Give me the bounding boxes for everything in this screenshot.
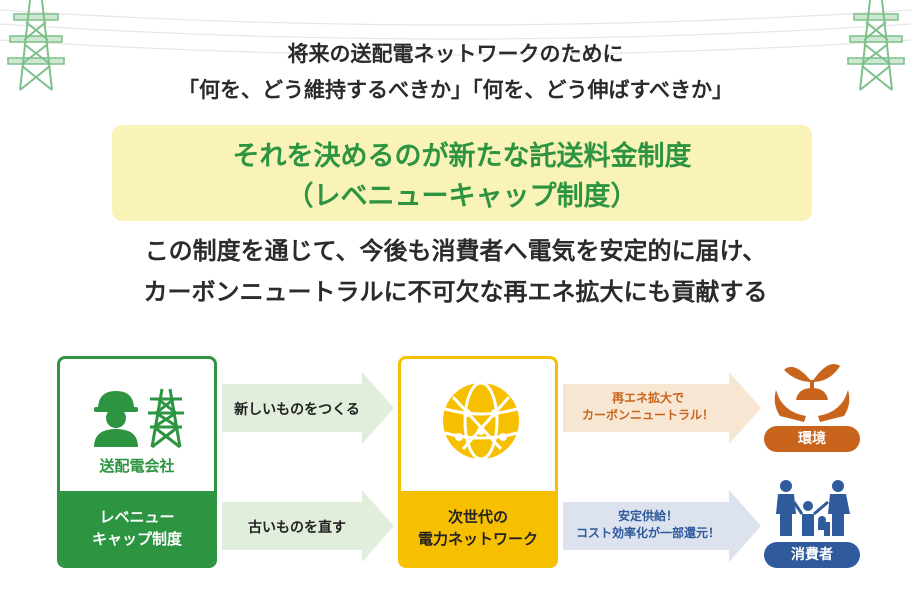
intro-line-1: 将来の送配電ネットワークのために: [287, 42, 624, 66]
transmission-tower-icon: [7, 0, 65, 91]
arrow-consumers-label: 安定供給！ コスト効率化が一部還元！: [563, 508, 733, 542]
network-label: 次世代の 電力ネットワーク: [401, 491, 555, 565]
revenue-cap-line-1: レベニュー: [99, 508, 175, 526]
revenue-cap-line-2: キャップ制度: [91, 530, 182, 548]
arrow-consumers-line-1: 安定供給！: [617, 509, 678, 523]
arrow-new-build-label: 新しいものをつくる: [234, 402, 360, 418]
arrow-environment-label: 再エネ拡大で カーボンニュートラル！: [563, 390, 733, 424]
highlight-box: [112, 125, 812, 221]
highlight-title: それを決めるのが新たな託送料金制度: [232, 141, 692, 172]
globe-network-icon: [443, 381, 519, 461]
arrow-repair: [222, 490, 394, 562]
highlight-subtitle: （レベニューキャップ制度）: [286, 181, 638, 212]
sprout-hands-icon: [774, 364, 850, 422]
consumers-badge: 消費者: [764, 542, 860, 568]
arrow-new-build: [222, 372, 394, 444]
arrow-consumers-line-2: コスト効率化が一部還元！: [575, 526, 720, 540]
power-tower-icon: [148, 388, 184, 449]
network-line-2: 電力ネットワーク: [417, 530, 538, 548]
worker-icon: [94, 391, 138, 447]
company-card: 送配電会社 レベニュー キャップ制度: [57, 356, 217, 568]
arrow-environment-line-1: 再エネ拡大で: [611, 391, 684, 405]
transmission-tower-icon: [847, 0, 905, 91]
body-line-2: カーボンニュートラルに不可欠な再エネ拡大にも貢献する: [143, 278, 768, 306]
arrow-environment: [563, 372, 761, 444]
power-lines: [0, 9, 911, 56]
body-line-1: この制度を通じて、今後も消費者へ電気を安定的に届け、: [144, 237, 767, 265]
arrow-consumers: [563, 490, 761, 562]
environment-badge: 環境: [764, 426, 860, 452]
network-line-1: 次世代の: [447, 508, 508, 526]
family-icon: [776, 480, 850, 536]
company-label: 送配電会社: [99, 457, 175, 475]
revenue-cap-label: レベニュー キャップ制度: [60, 491, 214, 565]
network-card: 次世代の 電力ネットワーク: [398, 356, 558, 568]
arrow-repair-label: 古いものを直す: [248, 520, 346, 536]
intro-line-2: 「何を、どう維持するべきか」「何を、どう伸ばすべきか」: [177, 78, 734, 102]
arrow-environment-line-2: カーボンニュートラル！: [581, 408, 714, 422]
